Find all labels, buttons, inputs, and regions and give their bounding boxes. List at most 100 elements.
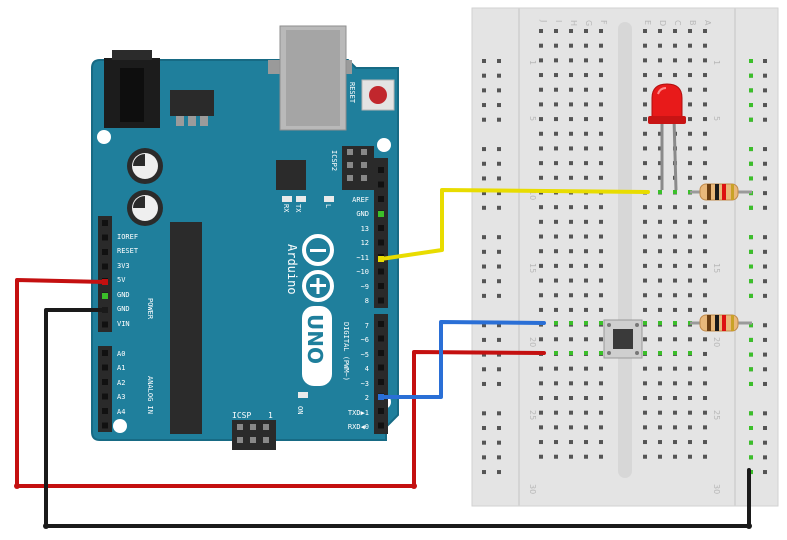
reset-button[interactable] bbox=[361, 79, 395, 111]
uno-badge: UNO bbox=[302, 306, 332, 386]
breadboard-hole bbox=[658, 73, 662, 78]
wire-pin2-to-button[interactable] bbox=[379, 320, 546, 399]
wire-5v[interactable] bbox=[15, 278, 546, 488]
digital-bottom-pin-labels: 7 ~6 ~5 4 ~3 2 TXD▶1 RXD◀0 bbox=[348, 322, 369, 431]
breadboard-hole bbox=[569, 234, 573, 239]
header-pin bbox=[102, 220, 108, 226]
breadboard-hole bbox=[599, 29, 603, 33]
rail-hole bbox=[497, 279, 501, 284]
breadboard-hole bbox=[599, 87, 603, 92]
rail-hole bbox=[482, 191, 486, 196]
breadboard-hole bbox=[688, 161, 692, 166]
header-pin bbox=[102, 364, 108, 371]
rail-hole bbox=[497, 367, 501, 372]
rail-hole bbox=[482, 367, 486, 372]
rail-hole bbox=[497, 103, 501, 108]
rail-hole bbox=[763, 103, 767, 108]
breadboard-hole bbox=[554, 396, 558, 400]
atmega-chip bbox=[170, 222, 202, 434]
resistor[interactable] bbox=[690, 314, 752, 332]
svg-text:A: A bbox=[703, 20, 712, 26]
brand-name: Arduino bbox=[285, 244, 299, 295]
svg-text:J: J bbox=[539, 19, 548, 22]
rail-hole bbox=[482, 337, 486, 342]
breadboard-hole bbox=[554, 263, 558, 268]
connected-hole bbox=[673, 190, 677, 194]
wire-pin11-to-led[interactable] bbox=[379, 188, 650, 261]
rail-hole bbox=[763, 279, 767, 284]
rail-hole bbox=[763, 293, 767, 298]
breadboard-hole bbox=[554, 102, 558, 107]
rail-hole bbox=[763, 470, 767, 475]
header-pin bbox=[378, 364, 384, 371]
pin-label-5: ~5 bbox=[361, 351, 369, 359]
pin-label-ioref: IOREF bbox=[117, 233, 138, 241]
breadboard-hole bbox=[584, 366, 588, 371]
breadboard-hole bbox=[599, 454, 603, 459]
breadboard-hole bbox=[703, 161, 707, 166]
breadboard-hole bbox=[569, 337, 573, 342]
header-pin bbox=[378, 225, 384, 231]
breadboard-hole bbox=[599, 43, 603, 48]
breadboard-hole bbox=[539, 161, 543, 166]
rail-hole bbox=[482, 426, 486, 430]
breadboard-hole bbox=[688, 381, 692, 386]
rail-connected-hole bbox=[749, 323, 753, 328]
header-pin bbox=[102, 379, 108, 385]
breadboard-hole bbox=[599, 58, 603, 63]
breadboard-hole bbox=[688, 293, 692, 298]
breadboard-hole bbox=[658, 161, 662, 166]
breadboard-hole bbox=[554, 425, 558, 430]
breadboard-center-channel bbox=[618, 22, 632, 478]
breadboard-hole bbox=[643, 146, 647, 151]
digital-header-top bbox=[374, 158, 388, 308]
breadboard-hole bbox=[569, 396, 573, 400]
svg-text:10: 10 bbox=[528, 190, 537, 200]
breadboard-hole bbox=[643, 337, 647, 342]
rail-hole bbox=[482, 323, 486, 328]
breadboard-hole bbox=[703, 425, 707, 430]
breadboard-hole bbox=[554, 249, 558, 254]
rail-hole bbox=[497, 161, 501, 166]
header-pin bbox=[237, 424, 243, 430]
power-header-title: POWER bbox=[146, 298, 154, 320]
breadboard-hole bbox=[554, 73, 558, 78]
breadboard-hole bbox=[673, 263, 677, 268]
pin-label-a1: A1 bbox=[117, 364, 125, 372]
breadboard-hole bbox=[688, 58, 692, 63]
rail-hole bbox=[763, 249, 767, 254]
svg-text:E: E bbox=[643, 20, 652, 25]
breadboard-hole bbox=[703, 351, 707, 356]
rail-hole bbox=[482, 103, 486, 108]
breadboard-hole bbox=[643, 175, 647, 180]
breadboard-hole bbox=[688, 234, 692, 239]
model-name: UNO bbox=[303, 314, 327, 364]
breadboard-hole bbox=[584, 131, 588, 136]
rail-connected-hole bbox=[749, 337, 753, 342]
header-pin bbox=[378, 321, 384, 327]
breadboard-hole bbox=[584, 381, 588, 386]
resistor[interactable] bbox=[690, 183, 752, 201]
breadboard-hole bbox=[599, 175, 603, 180]
breadboard-hole bbox=[673, 278, 677, 283]
breadboard-hole bbox=[643, 396, 647, 400]
red-led[interactable] bbox=[648, 83, 686, 191]
breadboard-hole bbox=[673, 205, 677, 210]
rail-hole bbox=[482, 455, 486, 460]
breadboard-hole bbox=[569, 410, 573, 415]
breadboard-hole bbox=[643, 249, 647, 254]
svg-text:30: 30 bbox=[528, 484, 537, 494]
breadboard-hole bbox=[688, 440, 692, 445]
rail-hole bbox=[497, 147, 501, 152]
analog-pin-labels: A0 A1 A2 A3 A4 A5 bbox=[117, 350, 125, 430]
pin-label-4: 4 bbox=[365, 365, 369, 373]
breadboard-hole bbox=[584, 117, 588, 122]
breadboard-hole bbox=[658, 249, 662, 254]
arduino-logo bbox=[302, 234, 334, 302]
breadboard-hole bbox=[554, 146, 558, 151]
connected-hole bbox=[643, 321, 647, 325]
pushbutton[interactable] bbox=[603, 319, 643, 359]
pin-label-1: TXD▶1 bbox=[348, 409, 369, 417]
pin-label-0: RXD◀0 bbox=[348, 423, 369, 431]
rail-hole bbox=[497, 337, 501, 342]
